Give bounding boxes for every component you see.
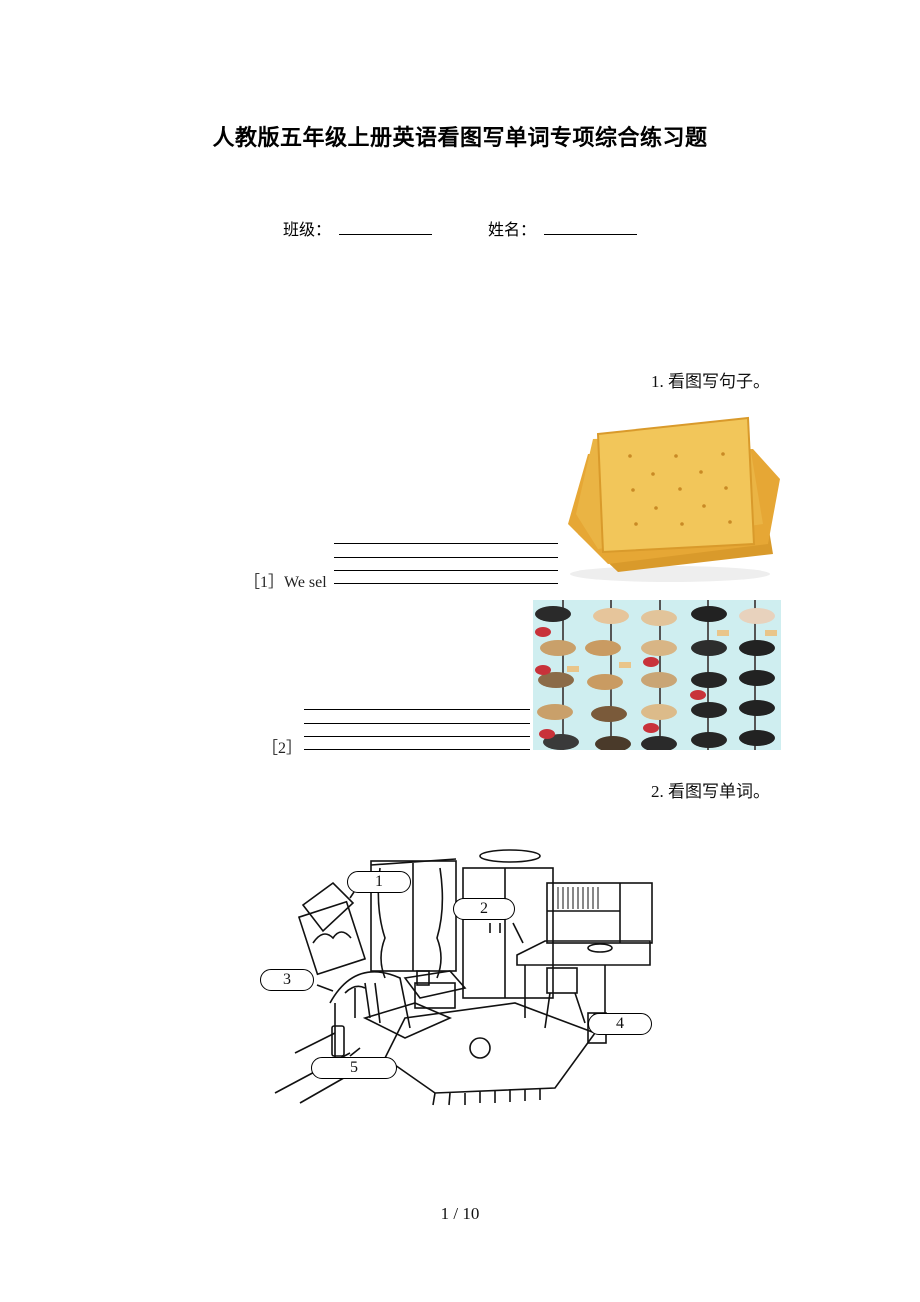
answer-line[interactable] [334, 583, 558, 584]
callout-3: 3 [260, 969, 314, 991]
section-2-heading: 2. 看图写单词。 [651, 782, 770, 801]
name-label: 姓名： [488, 220, 537, 239]
document-title: 人教版五年级上册英语看图写单词专项综合练习题 [212, 126, 708, 151]
page-indicator: 1 / 10 [440, 1204, 480, 1223]
shoes-display-photo [533, 600, 781, 750]
exercise-2-label: ［2］ [262, 740, 303, 757]
answer-line[interactable] [304, 709, 530, 710]
crackers-photo [558, 404, 781, 584]
bedroom-illustration: 1 2 3 4 5 [255, 843, 660, 1108]
class-blank[interactable] [339, 234, 432, 235]
answer-line[interactable] [304, 736, 530, 737]
exercise-1-label: ［1］We sel [244, 574, 327, 591]
callout-1: 1 [347, 871, 411, 893]
callout-5: 5 [311, 1057, 397, 1079]
answer-line[interactable] [334, 543, 558, 544]
section-1-heading: 1. 看图写句子。 [651, 372, 770, 391]
answer-line[interactable] [334, 557, 558, 558]
answer-line[interactable] [304, 723, 530, 724]
name-blank[interactable] [544, 234, 637, 235]
callout-4: 4 [588, 1013, 652, 1035]
class-label: 班级： [283, 220, 332, 239]
answer-line[interactable] [334, 570, 558, 571]
answer-line[interactable] [304, 749, 530, 750]
callout-2: 2 [453, 898, 515, 920]
